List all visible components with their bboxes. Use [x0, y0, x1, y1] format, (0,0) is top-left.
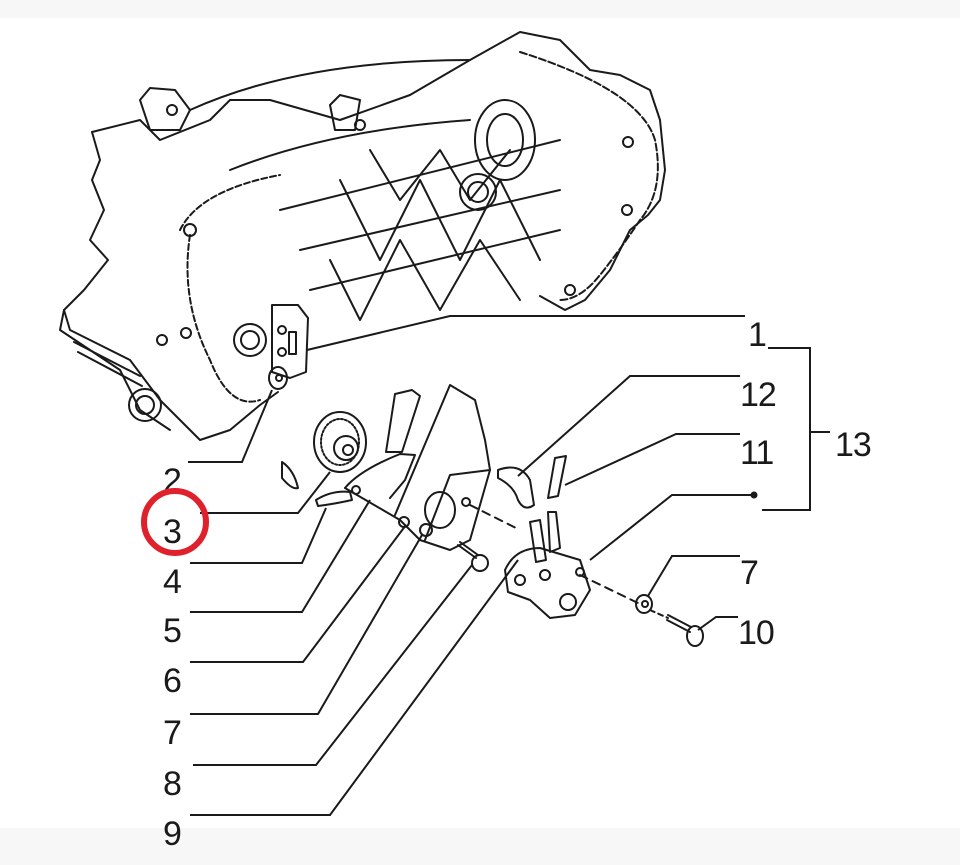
callout-5: 5	[163, 612, 182, 650]
leader-lines	[188, 315, 830, 816]
part-7-washer	[635, 594, 653, 614]
part-10-screw	[666, 614, 704, 647]
callout-7-left: 7	[163, 714, 182, 752]
callout-7-right: 7	[740, 554, 759, 592]
callout-1: 1	[748, 316, 767, 354]
diagram-canvas: 1 12 11 13 2 3 4 5 6 7 8 9 7 10	[0, 18, 960, 851]
callout-12: 12	[740, 376, 777, 414]
crankcase-part-1	[59, 31, 666, 441]
part-8-screw	[457, 541, 489, 572]
callout-13: 13	[835, 426, 872, 464]
callout-8: 8	[163, 765, 182, 803]
pump-bracket	[344, 384, 491, 551]
callout-6: 6	[163, 662, 182, 700]
parts-drawing	[59, 31, 830, 816]
part-3-gear	[313, 411, 367, 473]
part-chain	[385, 389, 421, 453]
part-5-chain-segment	[315, 490, 353, 507]
part-2-washer	[268, 366, 288, 390]
callout-11: 11	[740, 434, 774, 472]
callout-4: 4	[163, 563, 182, 601]
highlight-ring-part-3	[141, 488, 209, 556]
callout-10: 10	[738, 614, 775, 652]
callout-9: 9	[163, 815, 182, 853]
oil-pump-assembly	[497, 455, 591, 619]
part-4-key	[281, 461, 299, 490]
